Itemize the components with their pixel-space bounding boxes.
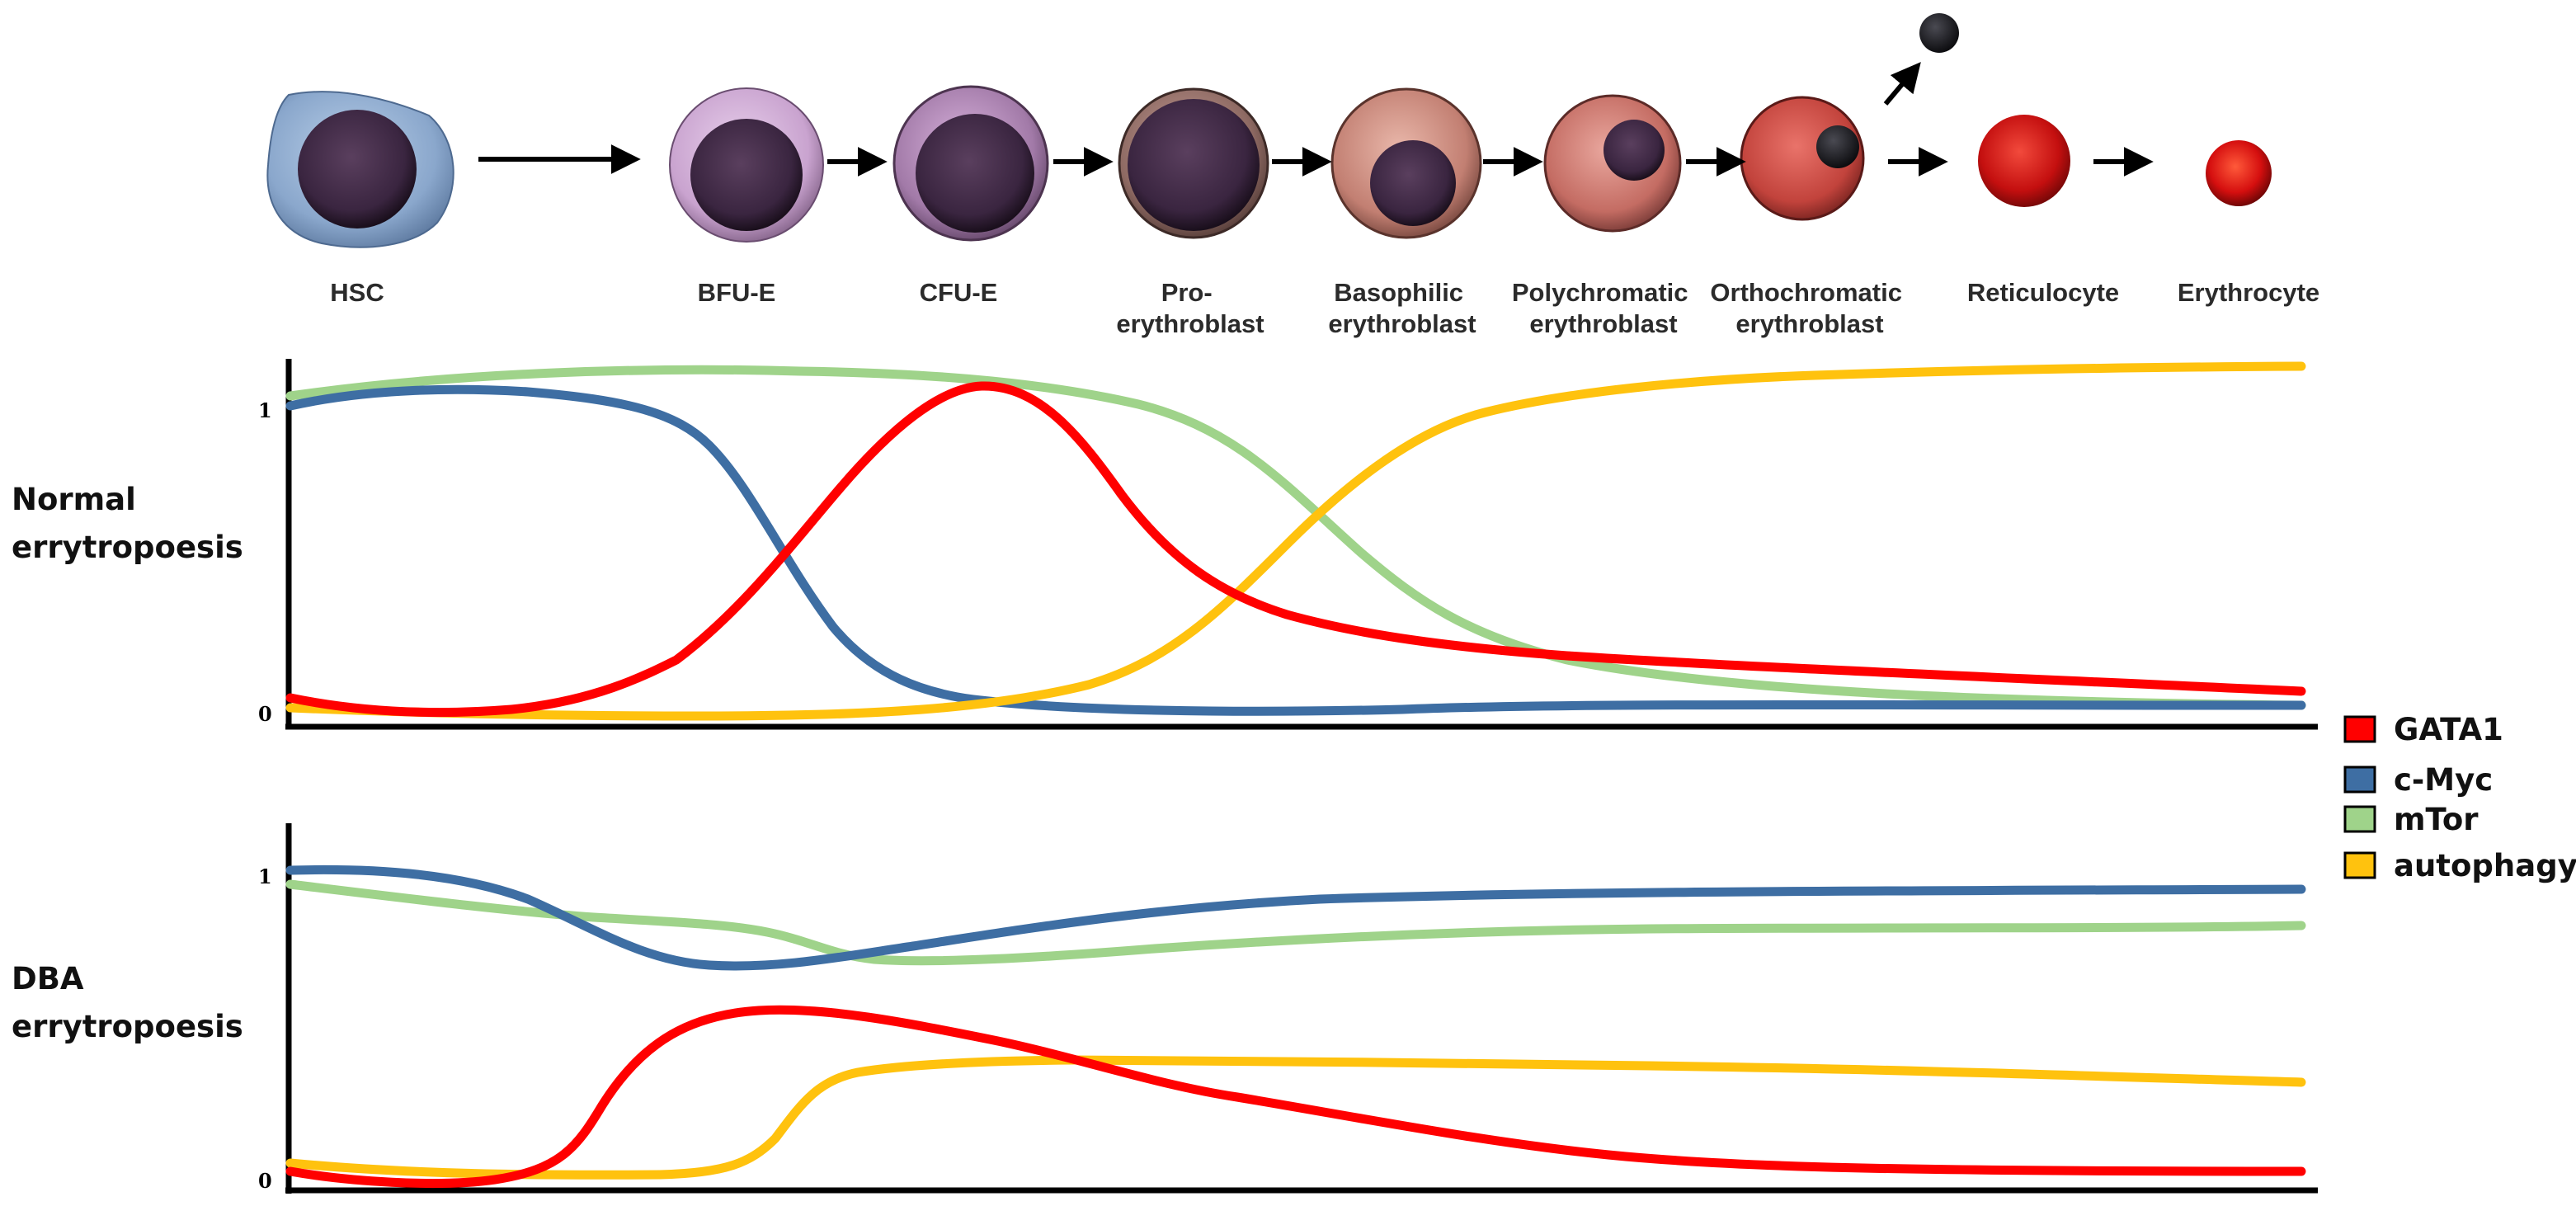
stage-label-basophilic: Basophilic erythroblast <box>1328 278 1476 338</box>
tick-label-low: 0 <box>258 702 272 726</box>
legend-label: GATA1 <box>2394 712 2503 747</box>
legend-swatch <box>2343 805 2376 833</box>
dba-panel: DBA errytropoesis 1 0 <box>12 823 2318 1194</box>
polychromatic-erythroblast-cell-icon <box>1543 94 1682 233</box>
legend-swatch <box>2343 851 2376 879</box>
tick-label-high: 1 <box>258 398 272 422</box>
orthochromatic-erythroblast-cell-icon <box>1740 96 1865 221</box>
legend-item-autophagy: autophagy <box>2343 848 2576 883</box>
stage-label-orthochromatic: Orthochromatic erythroblast <box>1710 278 1909 338</box>
autophagy-curve <box>285 361 2306 721</box>
legend-label: mTor <box>2394 802 2479 837</box>
stage-label-erythrocyte: Erythrocyte <box>2178 278 2319 307</box>
legend-item-gata1: GATA1 <box>2343 712 2503 747</box>
cfu-e-cell-icon <box>892 85 1049 242</box>
stage-label-bfu-e: BFU-E <box>698 278 776 307</box>
stage-label-cfu-e: CFU-E <box>920 278 998 307</box>
legend-swatch <box>2343 766 2376 794</box>
mtor-curve <box>285 365 2306 710</box>
mtor-curve <box>285 879 2306 966</box>
stage-label-polychromatic: Polychromatic erythroblast <box>1512 278 1695 338</box>
cell-row <box>266 13 2272 248</box>
cmyc-curve <box>285 384 2306 716</box>
erythrocyte-cell-icon <box>2206 140 2272 206</box>
expelled-nucleus-icon <box>1919 13 1959 53</box>
autophagy-curve <box>285 1055 2306 1180</box>
basophilic-erythroblast-cell-icon <box>1330 87 1482 239</box>
panel-label-dba: DBA errytropoesis <box>12 961 243 1044</box>
bfu-e-cell-icon <box>669 87 824 243</box>
cmyc-curve <box>285 864 2306 971</box>
hsc-cell-icon <box>266 91 454 248</box>
stage-label-pro-erythroblast: Pro- erythroblast <box>1116 278 1264 338</box>
stage-labels: HSC BFU-E CFU-E Pro- erythroblast Basoph… <box>330 278 2319 338</box>
gata1-curve <box>285 381 2306 718</box>
tick-label-high: 1 <box>258 864 272 888</box>
legend-item-mtor: mTor <box>2343 802 2479 837</box>
legend-label: c-Myc <box>2394 762 2493 798</box>
legend: GATA1 c-Myc mTor autophagy <box>2343 712 2576 883</box>
legend-item-cmyc: c-Myc <box>2343 762 2493 798</box>
tick-label-low: 0 <box>258 1169 272 1193</box>
diagonal-arrow-icon <box>1883 62 1921 106</box>
stage-label-hsc: HSC <box>330 278 384 307</box>
legend-swatch <box>2343 715 2376 743</box>
reticulocyte-cell-icon <box>1978 115 2070 207</box>
gata1-curve <box>285 1005 2306 1189</box>
normal-panel: Normal errytropoesis 1 0 <box>12 359 2318 730</box>
stage-arrows <box>478 62 2154 177</box>
legend-label: autophagy <box>2394 848 2576 883</box>
panel-label-normal: Normal errytropoesis <box>12 482 243 565</box>
stage-label-reticulocyte: Reticulocyte <box>1967 278 2119 307</box>
pro-erythroblast-cell-icon <box>1118 87 1269 239</box>
